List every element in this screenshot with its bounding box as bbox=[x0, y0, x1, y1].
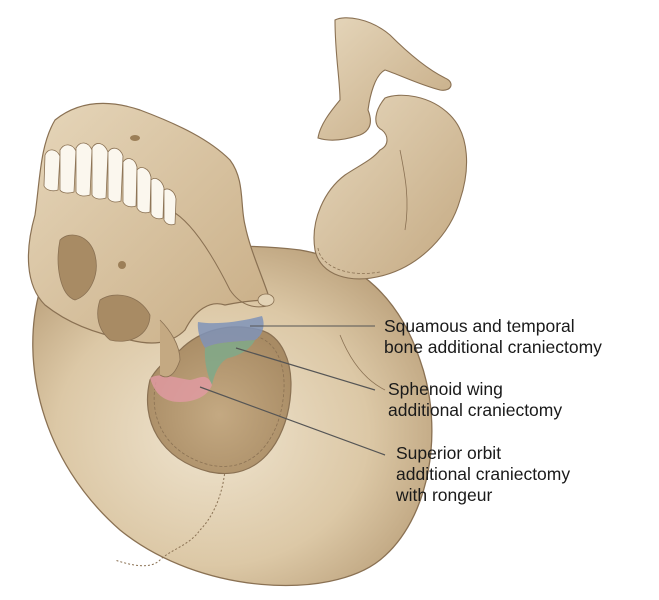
label-line: additional craniectomy bbox=[388, 400, 563, 420]
label-superior-orbit: Superior orbit additional craniectomy wi… bbox=[396, 443, 570, 506]
squamous-temporal-region bbox=[197, 316, 264, 348]
label-line: Squamous and temporal bbox=[384, 316, 575, 336]
teeth bbox=[43, 142, 177, 226]
craniotomy-opening bbox=[146, 326, 292, 475]
label-line: Sphenoid wing bbox=[388, 379, 503, 399]
label-squamous-temporal: Squamous and temporal bone additional cr… bbox=[384, 316, 602, 358]
sphenoid-wing-region bbox=[204, 340, 255, 385]
label-line: additional craniectomy bbox=[396, 464, 571, 484]
label-line: Superior orbit bbox=[396, 443, 502, 463]
label-line: bone additional craniectomy bbox=[384, 337, 602, 357]
leader-line-sphenoid-wing bbox=[235, 347, 376, 391]
superior-orbit-region bbox=[150, 375, 212, 402]
label-sphenoid-wing: Sphenoid wing additional craniectomy bbox=[388, 379, 562, 421]
removed-bone-flap bbox=[313, 17, 468, 280]
label-line: with rongeur bbox=[396, 485, 493, 505]
leader-line-superior-orbit bbox=[199, 386, 386, 456]
leader-lines bbox=[199, 325, 386, 456]
